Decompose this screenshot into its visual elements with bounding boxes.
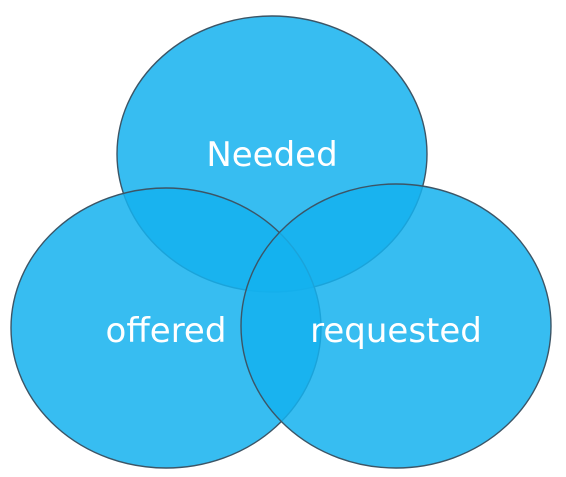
label-needed: Needed bbox=[206, 135, 337, 175]
label-offered: offered bbox=[106, 311, 227, 351]
label-requested: requested bbox=[310, 311, 482, 351]
circle-requested bbox=[240, 183, 552, 469]
